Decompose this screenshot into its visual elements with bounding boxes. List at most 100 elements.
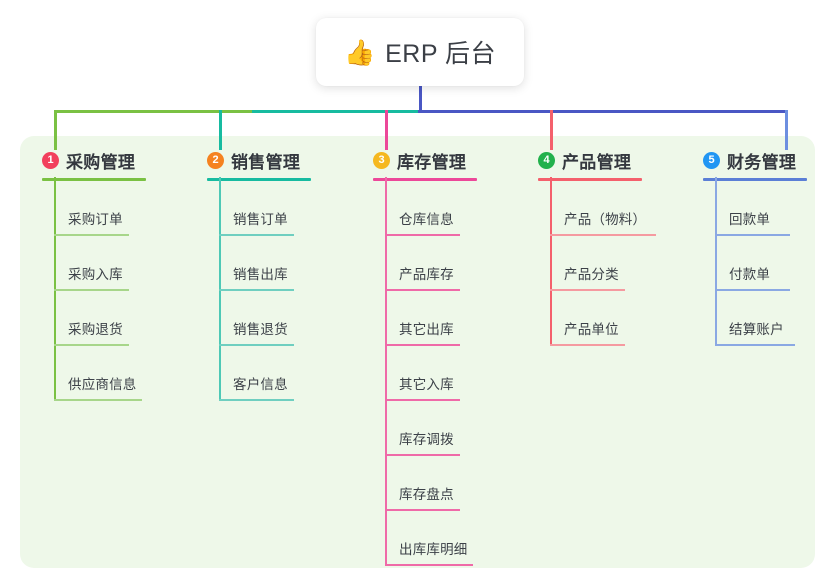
- leaf-rule: [715, 234, 790, 236]
- leaf-rule: [219, 399, 294, 401]
- list-item[interactable]: 销售出库: [207, 236, 357, 291]
- list-item[interactable]: 付款单: [703, 236, 839, 291]
- list-item[interactable]: 出库库明细: [373, 511, 523, 566]
- leaf-rule: [54, 289, 129, 291]
- branch-3-header[interactable]: 3 库存管理: [373, 147, 523, 173]
- branch-3-badge: 3: [373, 151, 390, 169]
- branch-5-title: 财务管理: [727, 152, 797, 172]
- branch-1-title: 采购管理: [66, 152, 136, 172]
- leaf-rule: [385, 289, 460, 291]
- branch-4[interactable]: 4 产品管理 产品（物料） 产品分类 产品单位: [538, 147, 698, 346]
- list-item[interactable]: 产品分类: [538, 236, 698, 291]
- thumbs-up-icon: 👍: [343, 38, 376, 67]
- rail-right-blue: [418, 110, 788, 113]
- list-item[interactable]: 采购入库: [42, 236, 192, 291]
- leaf-rule: [385, 234, 460, 236]
- leaf-label: 产品分类: [564, 267, 619, 282]
- branch-4-header[interactable]: 4 产品管理: [538, 147, 698, 173]
- branch-3-spine: [385, 177, 387, 566]
- leaf-rule: [385, 509, 460, 511]
- list-item[interactable]: 采购订单: [42, 181, 192, 236]
- leaf-label: 回款单: [729, 212, 771, 227]
- drop-connector-2: [219, 110, 222, 150]
- branch-2-head-rule: [207, 178, 311, 181]
- list-item[interactable]: 回款单: [703, 181, 839, 236]
- branch-2-header[interactable]: 2 销售管理: [207, 147, 357, 173]
- branch-1-items: 采购订单 采购入库 采购退货 供应商信息: [42, 181, 192, 401]
- list-item[interactable]: 销售退货: [207, 291, 357, 346]
- branch-5-items: 回款单 付款单 结算账户: [703, 181, 839, 346]
- leaf-label: 付款单: [729, 267, 771, 282]
- branch-2-title: 销售管理: [231, 152, 301, 172]
- leaf-rule: [219, 289, 294, 291]
- drop-connector-4: [550, 110, 553, 150]
- leaf-rule: [715, 344, 795, 346]
- list-item[interactable]: 其它入库: [373, 346, 523, 401]
- list-item[interactable]: 其它出库: [373, 291, 523, 346]
- list-item[interactable]: 库存调拨: [373, 401, 523, 456]
- branch-5-header[interactable]: 5 财务管理: [703, 147, 839, 173]
- rail-left-green: [54, 110, 254, 113]
- leaf-rule: [550, 344, 625, 346]
- leaf-label: 仓库信息: [399, 212, 454, 227]
- branch-3[interactable]: 3 库存管理 仓库信息 产品库存 其它出库 其它入库 库存调拨 库存盘点: [373, 147, 523, 566]
- branch-4-spine: [550, 177, 552, 346]
- rail-mid-teal: [252, 110, 420, 113]
- leaf-rule: [219, 344, 294, 346]
- branch-5-badge: 5: [703, 151, 720, 169]
- branch-4-title: 产品管理: [562, 152, 632, 172]
- list-item[interactable]: 结算账户: [703, 291, 839, 346]
- leaf-label: 销售出库: [233, 267, 288, 282]
- branch-2[interactable]: 2 销售管理 销售订单 销售出库 销售退货 客户信息: [207, 147, 357, 401]
- branch-5[interactable]: 5 财务管理 回款单 付款单 结算账户: [703, 147, 839, 346]
- branch-3-head-rule: [373, 178, 477, 181]
- branch-4-badge: 4: [538, 151, 555, 169]
- leaf-label: 结算账户: [729, 322, 784, 337]
- list-item[interactable]: 供应商信息: [42, 346, 192, 401]
- list-item[interactable]: 产品（物料）: [538, 181, 698, 236]
- branch-4-items: 产品（物料） 产品分类 产品单位: [538, 181, 698, 346]
- leaf-label: 其它入库: [399, 377, 454, 392]
- leaf-rule: [385, 564, 473, 566]
- drop-connector-1: [54, 110, 57, 150]
- leaf-label: 出库库明细: [399, 542, 468, 557]
- leaf-label: 库存调拨: [399, 432, 454, 447]
- leaf-label: 采购订单: [68, 212, 123, 227]
- list-item[interactable]: 仓库信息: [373, 181, 523, 236]
- leaf-label: 供应商信息: [68, 377, 137, 392]
- branch-1[interactable]: 1 采购管理 采购订单 采购入库 采购退货 供应商信息: [42, 147, 192, 401]
- leaf-label: 库存盘点: [399, 487, 454, 502]
- branch-1-badge: 1: [42, 151, 59, 169]
- branch-1-header[interactable]: 1 采购管理: [42, 147, 192, 173]
- root-title: ERP 后台: [385, 40, 497, 68]
- branch-3-title: 库存管理: [397, 152, 467, 172]
- list-item[interactable]: 客户信息: [207, 346, 357, 401]
- list-item[interactable]: 销售订单: [207, 181, 357, 236]
- trunk-connector: [419, 86, 422, 112]
- list-item[interactable]: 产品库存: [373, 236, 523, 291]
- leaf-label: 采购退货: [68, 322, 123, 337]
- leaf-label: 产品（物料）: [564, 212, 647, 227]
- branch-5-spine: [715, 177, 717, 346]
- drop-connector-3: [385, 110, 388, 150]
- list-item[interactable]: 库存盘点: [373, 456, 523, 511]
- drop-connector-5: [785, 110, 788, 150]
- leaf-rule: [54, 399, 142, 401]
- branch-3-items: 仓库信息 产品库存 其它出库 其它入库 库存调拨 库存盘点 出库库明细: [373, 181, 523, 566]
- branch-2-items: 销售订单 销售出库 销售退货 客户信息: [207, 181, 357, 401]
- leaf-label: 产品库存: [399, 267, 454, 282]
- leaf-rule: [385, 344, 460, 346]
- leaf-rule: [219, 234, 294, 236]
- leaf-label: 产品单位: [564, 322, 619, 337]
- leaf-rule: [715, 289, 790, 291]
- branch-5-head-rule: [703, 178, 807, 181]
- leaf-label: 销售订单: [233, 212, 288, 227]
- list-item[interactable]: 产品单位: [538, 291, 698, 346]
- leaf-rule: [54, 344, 129, 346]
- branch-4-head-rule: [538, 178, 642, 181]
- leaf-label: 销售退货: [233, 322, 288, 337]
- list-item[interactable]: 采购退货: [42, 291, 192, 346]
- leaf-rule: [385, 454, 460, 456]
- root-node[interactable]: 👍 ERP 后台: [316, 18, 524, 86]
- branch-1-head-rule: [42, 178, 146, 181]
